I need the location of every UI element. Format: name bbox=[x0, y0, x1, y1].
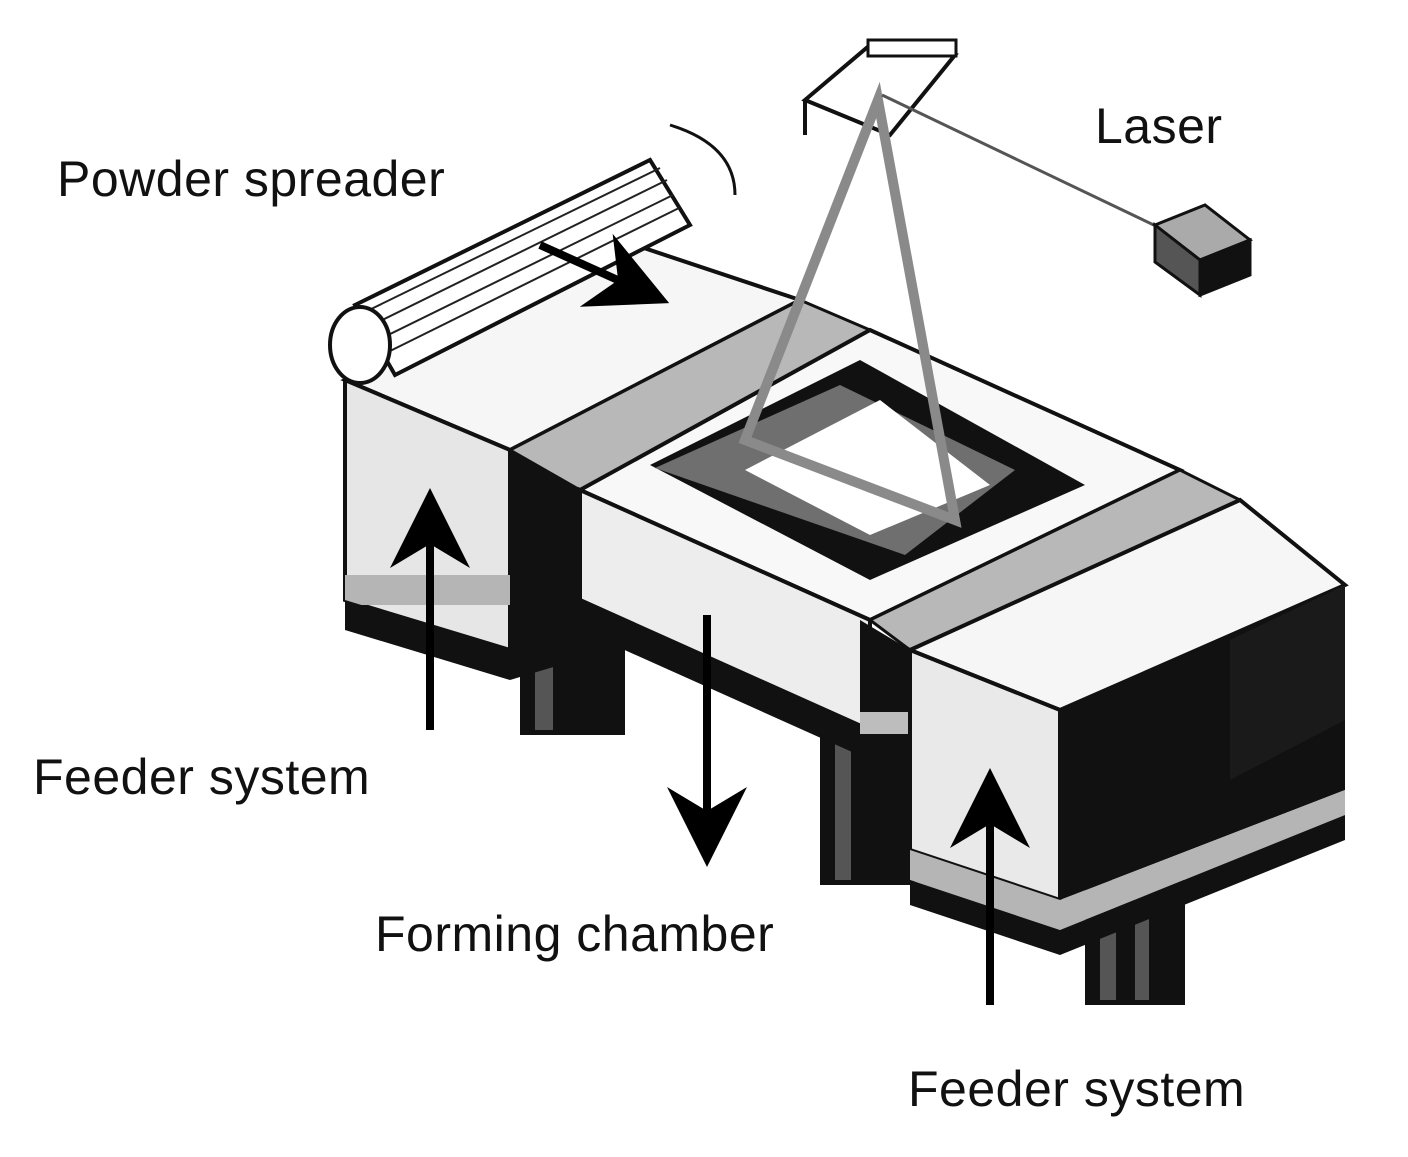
laser-source-box bbox=[1152, 203, 1253, 298]
laser-beam-line bbox=[881, 93, 1161, 230]
middle-chamber-block bbox=[578, 486, 910, 760]
powder-spreader-label: Powder spreader bbox=[57, 151, 446, 207]
feeder-system-right-label: Feeder system bbox=[908, 1061, 1246, 1117]
forming-chamber-label: Forming chamber bbox=[375, 906, 775, 962]
laser-label: Laser bbox=[1095, 98, 1223, 154]
spreader-direction-arrow bbox=[538, 233, 670, 307]
powder-spreader-roller bbox=[328, 123, 737, 385]
laser-beam-cone bbox=[738, 81, 962, 528]
feeder-system-left-label: Feeder system bbox=[33, 749, 371, 805]
